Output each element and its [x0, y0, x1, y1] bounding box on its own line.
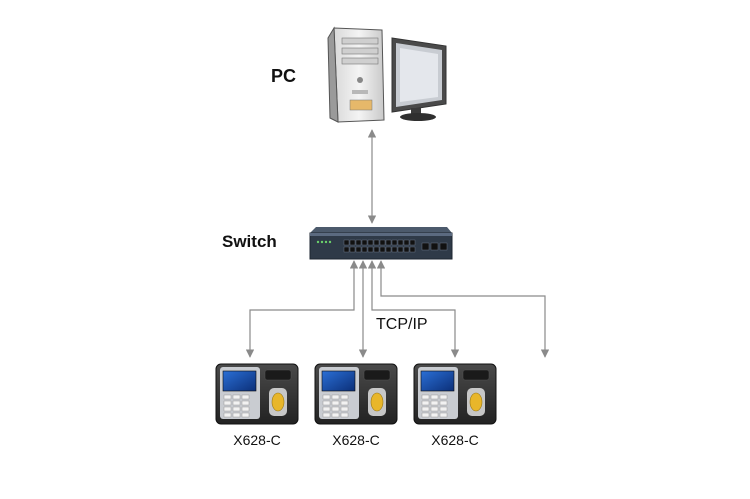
switch-label: Switch [222, 232, 277, 251]
protocol-label: TCP/IP [376, 316, 428, 333]
device-3-label: X628-C [431, 432, 478, 448]
fingerprint-terminal-icon [215, 363, 299, 425]
device-1: X628-C [215, 363, 299, 448]
pc-group: PC [271, 26, 447, 123]
desktop-pc-icon [327, 26, 447, 123]
link-extra [376, 260, 550, 358]
fingerprint-terminal-icon [413, 363, 497, 425]
device-1-label: X628-C [233, 432, 280, 448]
device-2-label: X628-C [332, 432, 379, 448]
link-device-1 [245, 260, 359, 358]
device-links [245, 260, 550, 358]
link-device-3 [367, 260, 460, 358]
fingerprint-terminal-icon [314, 363, 398, 425]
device-2: X628-C [314, 363, 398, 448]
device-3: X628-C [413, 363, 497, 448]
pc-label: PC [271, 66, 296, 86]
network-switch-icon [309, 227, 453, 260]
switch-group: Switch [222, 227, 453, 260]
